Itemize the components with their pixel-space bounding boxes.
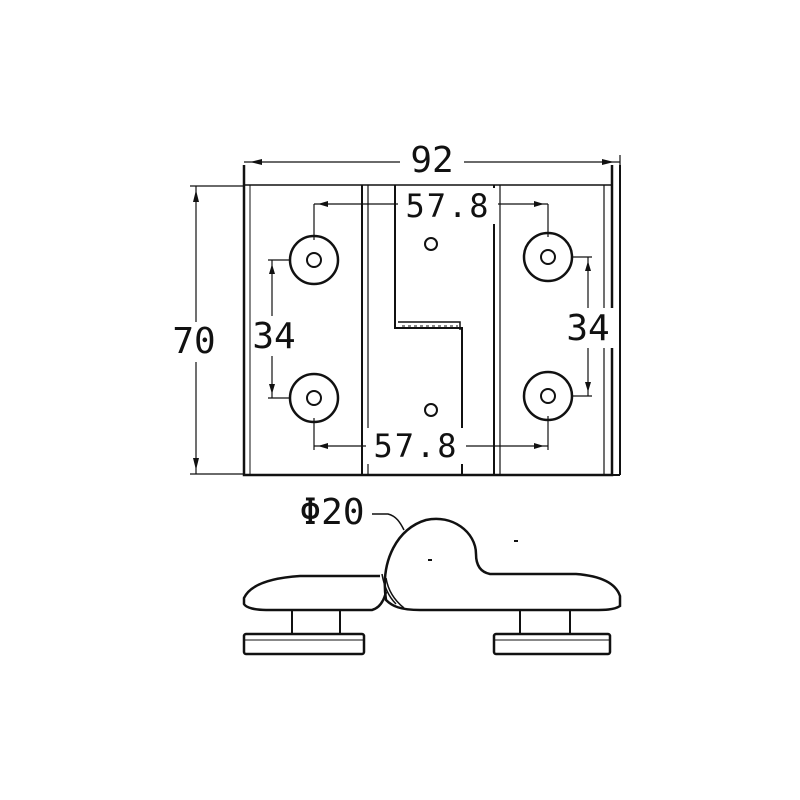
dimension-hole-spacing-left: [252, 259, 298, 399]
dimension-hole-spacing-right: [564, 256, 614, 397]
hinge-side-view: [242, 513, 622, 656]
pivot-hole-bottom: [424, 403, 438, 417]
mounting-hole-bottom-right: [522, 370, 574, 422]
dimension-label-barrel-diameter: Φ20: [299, 492, 364, 533]
right-clamp: [492, 609, 612, 656]
dimension-label-hole-centers-top: 57.8: [405, 187, 490, 225]
dimension-hole-centers-top: [313, 188, 549, 240]
dimension-overall-height: [170, 185, 244, 475]
left-leaf-profile: [242, 574, 388, 612]
barrel-profile: [383, 517, 622, 612]
barrel-hinge-line: [381, 573, 405, 609]
left-clamp: [242, 609, 366, 656]
dimension-label-width: 92: [410, 140, 453, 181]
dimension-label-hole-spacing-left: 34: [252, 316, 295, 357]
barrel-step-outline: [394, 185, 463, 475]
dimension-label-hole-spacing-right: 34: [566, 308, 609, 349]
diameter-leader-line: [372, 513, 405, 531]
dimension-hole-centers-bottom: [313, 416, 549, 464]
dimension-label-height: 70: [172, 321, 215, 362]
dimension-overall-width: [244, 144, 621, 174]
barrel-step-shade: [398, 321, 461, 330]
hinge-top-view: 92 70 34 34: [170, 140, 621, 477]
mounting-hole-top-right: [522, 231, 574, 283]
dimension-label-hole-centers-bottom: 57.8: [373, 427, 458, 465]
mounting-hole-bottom-left: [288, 372, 340, 424]
mounting-hole-top-left: [288, 234, 340, 286]
pivot-hole-top: [424, 237, 438, 251]
